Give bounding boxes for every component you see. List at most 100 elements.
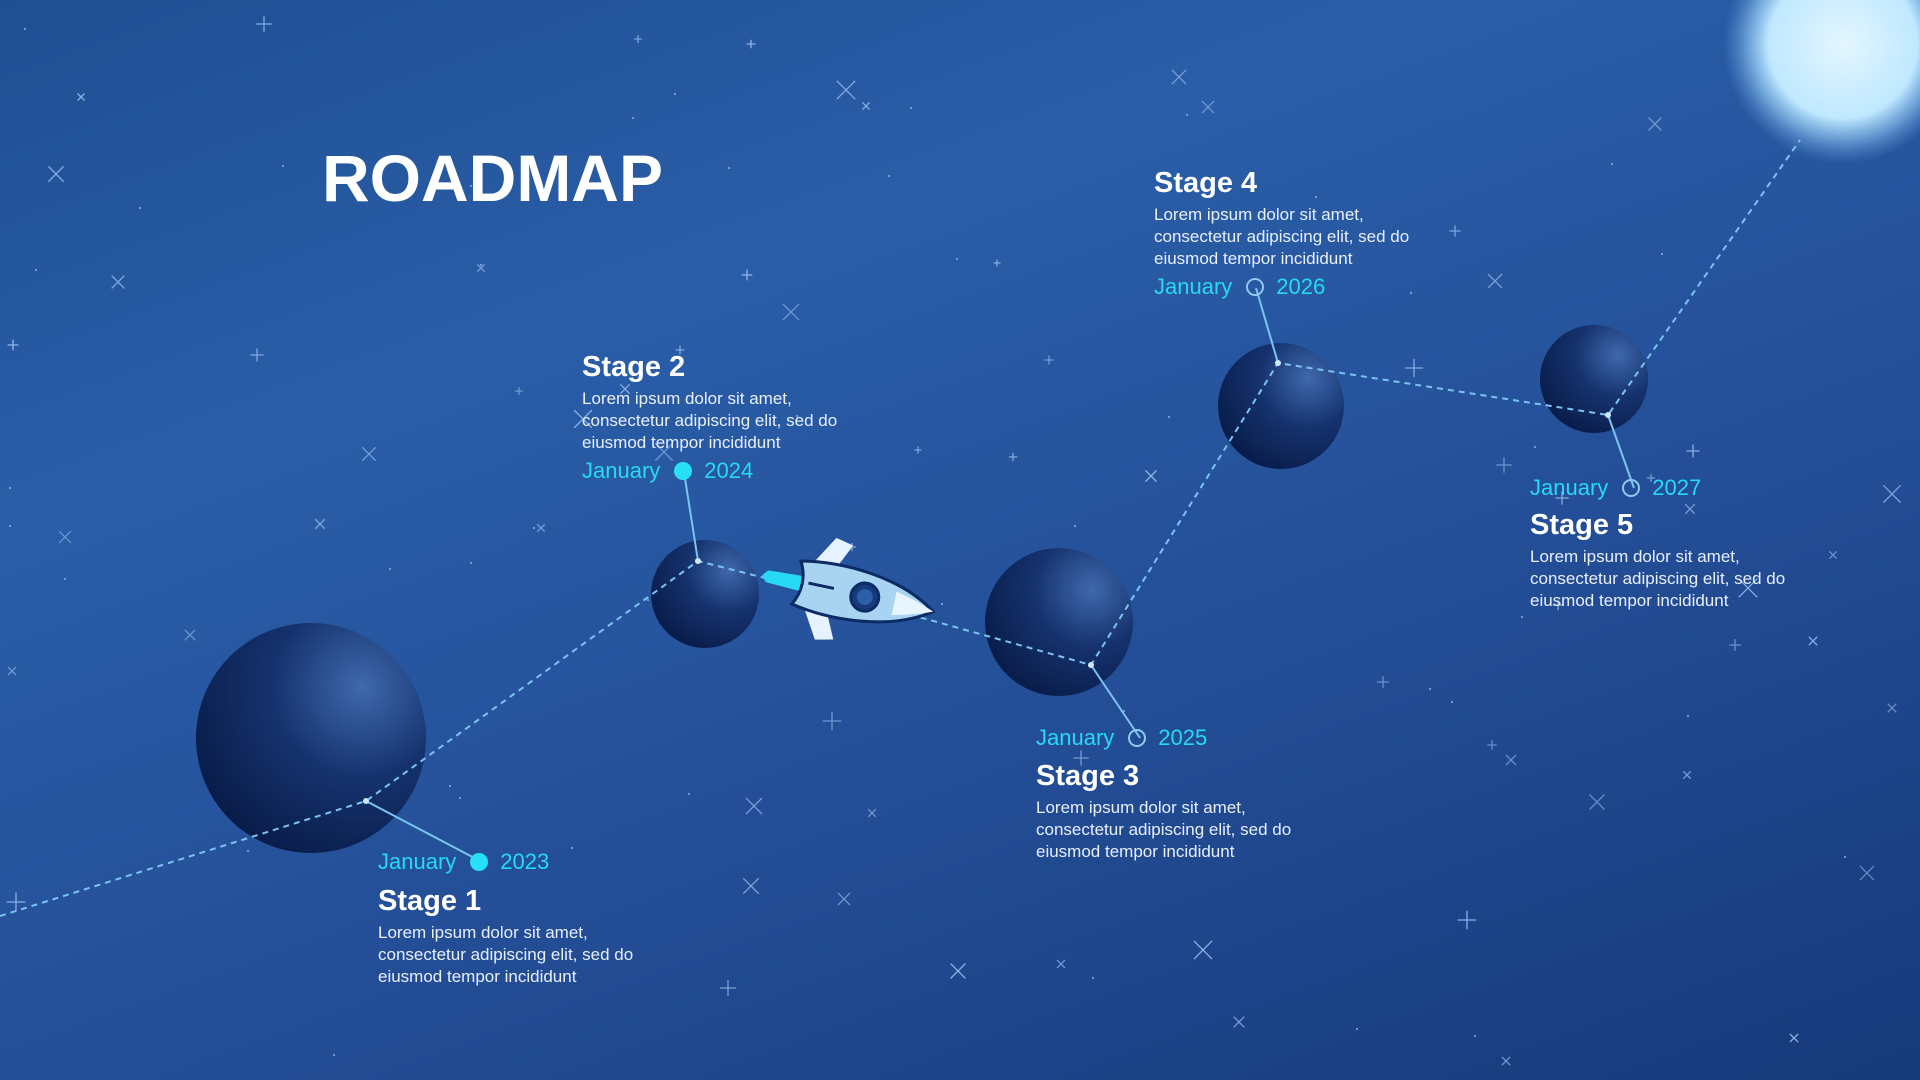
star-icon xyxy=(1660,252,1664,256)
star-icon xyxy=(1314,195,1318,199)
star-icon xyxy=(573,409,593,429)
star-icon xyxy=(570,846,574,850)
star-icon xyxy=(955,257,959,261)
star-icon xyxy=(1376,675,1390,689)
star-icon xyxy=(727,166,731,170)
stage-3-month: January xyxy=(1036,725,1115,750)
star-icon xyxy=(34,268,38,272)
star-icon xyxy=(867,808,877,818)
star-icon xyxy=(1683,771,1691,779)
star-icon xyxy=(1808,636,1818,646)
stage-4-month: January xyxy=(1154,274,1233,299)
star-icon xyxy=(675,345,685,355)
milestone-marker-icon xyxy=(1128,729,1147,747)
star-icon xyxy=(741,269,753,281)
star-icon xyxy=(479,263,483,267)
star-icon xyxy=(1789,1033,1799,1043)
star-icon xyxy=(1505,754,1517,766)
milestone-marker-icon xyxy=(674,462,693,480)
star-icon xyxy=(532,526,536,530)
star-icon xyxy=(8,524,12,528)
stage-2-description: Lorem ipsum dolor sit amet, consectetur … xyxy=(582,389,838,452)
star-icon xyxy=(77,93,85,101)
star-icon xyxy=(1355,1027,1359,1031)
star-icon xyxy=(1501,1056,1511,1066)
stage-2-date: January 2024 xyxy=(582,458,753,484)
star-icon xyxy=(255,15,273,33)
star-icon xyxy=(7,339,19,351)
star-icon xyxy=(1589,794,1605,810)
stage-2: Stage 2 Lorem ipsum dolor sit amet, cons… xyxy=(582,350,882,454)
star-icon xyxy=(673,92,677,96)
star-icon xyxy=(1829,551,1837,559)
star-icon xyxy=(1457,910,1477,930)
star-icon xyxy=(536,523,546,533)
star-icon xyxy=(1738,578,1758,598)
star-icon xyxy=(1686,444,1700,458)
stage-connectors xyxy=(365,287,1635,863)
star-icon xyxy=(1193,940,1213,960)
star-icon xyxy=(1883,485,1901,503)
star-icon xyxy=(1449,225,1461,237)
trajectory-path xyxy=(0,139,1801,917)
planet-icon xyxy=(1218,343,1344,469)
stage-1-month: January xyxy=(378,849,457,874)
star-icon xyxy=(631,116,635,120)
star-icon xyxy=(8,486,12,490)
star-icon xyxy=(940,602,944,606)
star-icon xyxy=(63,577,67,581)
stage-1: Stage 1 Lorem ipsum dolor sit amet, cons… xyxy=(378,884,678,988)
stage-2-title: Stage 2 xyxy=(582,351,686,383)
milestone-marker-icon xyxy=(470,853,489,871)
star-icon xyxy=(1404,358,1424,378)
star-icon xyxy=(1171,69,1187,85)
star-icon xyxy=(950,963,966,979)
star-icon xyxy=(281,164,285,168)
star-icon xyxy=(1728,638,1742,652)
star-icon xyxy=(620,384,630,394)
star-icon xyxy=(138,206,142,210)
stage-2-year: 2024 xyxy=(704,458,754,483)
starfield xyxy=(6,15,1909,1066)
star-icon xyxy=(1648,117,1662,131)
stage-4: Stage 4 Lorem ipsum dolor sit amet, cons… xyxy=(1154,166,1454,270)
star-icon xyxy=(1859,865,1875,881)
star-icon xyxy=(836,80,856,100)
star-icon xyxy=(184,629,196,641)
star-icon xyxy=(111,275,125,289)
stage-4-date: January 2026 xyxy=(1154,274,1325,300)
star-icon xyxy=(58,530,72,544)
star-icon xyxy=(250,348,264,362)
stage-1-description: Lorem ipsum dolor sit amet, consectetur … xyxy=(378,923,634,986)
star-icon xyxy=(1145,470,1157,482)
star-icon xyxy=(837,892,851,906)
star-icon xyxy=(362,447,376,461)
star-icon xyxy=(246,849,250,853)
star-icon xyxy=(746,39,756,49)
star-icon xyxy=(745,797,763,815)
path-nodes xyxy=(363,360,1611,804)
stage-5-month: January xyxy=(1530,475,1609,500)
star-icon xyxy=(23,27,27,31)
stage-3: Stage 3 Lorem ipsum dolor sit amet, cons… xyxy=(1036,759,1336,863)
stage-1-date: January 2023 xyxy=(378,849,549,875)
star-icon xyxy=(1091,976,1095,980)
stage-3-description: Lorem ipsum dolor sit amet, consectetur … xyxy=(1036,798,1292,861)
star-icon xyxy=(687,792,691,796)
star-icon xyxy=(1552,599,1564,611)
star-icon xyxy=(1887,703,1897,713)
star-icon xyxy=(742,877,760,895)
star-icon xyxy=(1185,113,1189,117)
star-icon xyxy=(795,414,799,418)
star-icon xyxy=(1487,273,1503,289)
star-icon xyxy=(6,892,26,912)
star-icon xyxy=(1555,491,1569,505)
star-icon xyxy=(458,796,462,800)
planet-icon xyxy=(1540,325,1648,433)
star-icon xyxy=(1843,855,1847,859)
star-icon xyxy=(1073,750,1089,766)
star-icon xyxy=(448,784,452,788)
stage-5-title: Stage 5 xyxy=(1530,509,1634,541)
stage-3-year: 2025 xyxy=(1158,725,1208,750)
star-icon xyxy=(514,386,524,396)
